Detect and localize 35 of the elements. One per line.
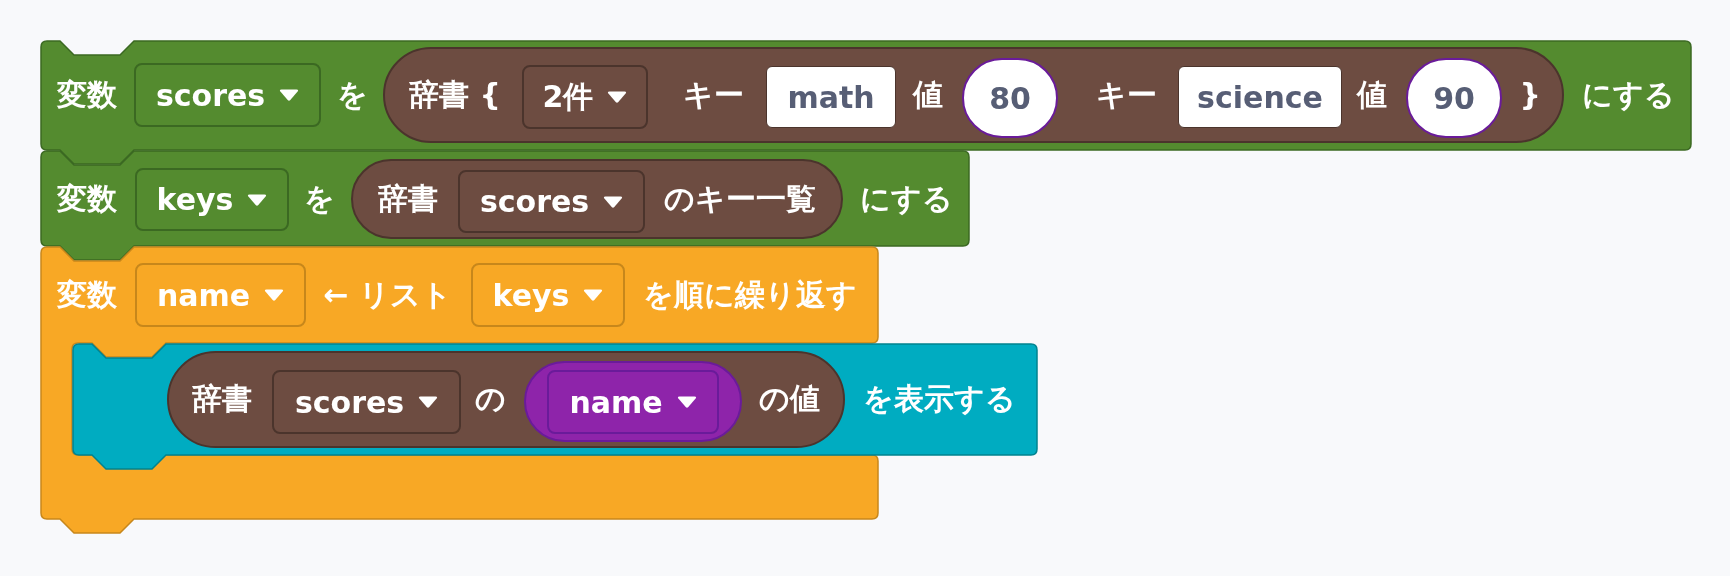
block-text: を	[303, 181, 335, 217]
dropdown: scores	[272, 370, 461, 434]
block-text: 変数	[57, 181, 117, 217]
block-text: のキー一覧	[664, 181, 816, 217]
dropdown: scores	[458, 170, 645, 233]
block-text: 値	[1357, 77, 1387, 113]
block-text: 辞書 {	[409, 77, 501, 113]
block-text: キー	[682, 77, 744, 113]
text-field: math	[766, 66, 896, 128]
block-text: }	[1519, 77, 1541, 113]
dropdown: keys	[135, 168, 289, 231]
block-text: 辞書	[378, 181, 438, 217]
block-text: 変数	[57, 277, 117, 313]
block-text: を表示する	[862, 381, 1016, 417]
block-text: の値	[758, 381, 820, 417]
text-field: science	[1178, 66, 1342, 128]
block-text: キー	[1095, 77, 1157, 113]
block-text: を順に繰り返す	[643, 277, 857, 313]
number-field: 90	[1406, 58, 1502, 138]
block-text: 変数	[57, 77, 117, 113]
block-text: の	[474, 381, 506, 417]
dropdown: name	[547, 370, 719, 434]
block-text: 辞書	[192, 381, 252, 417]
number-field: 80	[962, 58, 1058, 138]
block-text: にする	[859, 181, 953, 217]
block-text: ← リスト	[323, 277, 453, 313]
dropdown: name	[135, 263, 306, 327]
block-text: 値	[913, 77, 943, 113]
dropdown: scores	[134, 63, 321, 127]
block-text: を	[336, 77, 368, 113]
dropdown: keys	[471, 263, 625, 327]
block-text: にする	[1581, 77, 1675, 113]
statement-block	[40, 40, 1692, 165]
dropdown: 2件	[522, 65, 648, 129]
statement-block	[72, 343, 1038, 470]
